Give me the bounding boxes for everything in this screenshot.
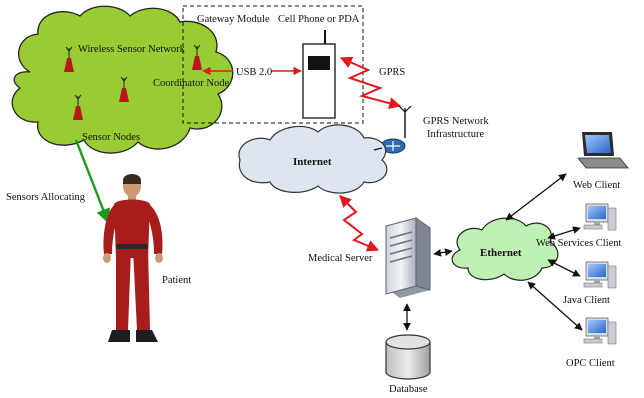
database-icon — [385, 334, 431, 380]
medical-server-label: Medical Server — [308, 253, 373, 264]
gateway-module-label: Gateway Module — [197, 14, 270, 25]
wsn-label: Wireless Sensor Network — [78, 44, 186, 55]
cell-phone-label: Cell Phone or PDA — [278, 14, 360, 25]
patient-label: Patient — [162, 275, 191, 286]
web-client-label: Web Client — [573, 180, 620, 191]
desktop-pc-icon — [583, 203, 617, 231]
gprs-infrastructure-label-line2: Infrastructure — [427, 129, 484, 140]
server-ethernet-link — [433, 248, 453, 257]
sensor-node-icon — [119, 76, 129, 102]
internet-server-link — [339, 195, 380, 252]
ethernet-cloud — [451, 217, 559, 281]
sensor-nodes-label: Sensor Nodes — [82, 132, 140, 143]
internet-cloud — [238, 124, 388, 194]
sensor-node-icon — [73, 94, 83, 120]
internet-label: Internet — [293, 156, 332, 168]
desktop-pc-icon — [583, 317, 617, 345]
gprs-infrastructure-label-line1: GPRS Network — [423, 116, 489, 127]
laptop-icon — [577, 132, 629, 169]
gprs-tower-icon — [398, 105, 412, 138]
sensors-allocating-arrow — [74, 139, 110, 224]
desktop-pc-icon — [583, 261, 617, 289]
opc-client-label: OPC Client — [566, 358, 615, 369]
web-services-client-label: Web Services Client — [536, 238, 622, 249]
ethernet-java-link — [547, 259, 581, 277]
sensor-node-icon — [64, 46, 74, 72]
sensors-allocating-label: Sensors Allocating — [6, 192, 86, 203]
ethernet-label: Ethernet — [480, 247, 522, 259]
database-label: Database — [389, 384, 428, 395]
ethernet-webclient-link — [505, 173, 567, 221]
cell-phone-icon — [302, 30, 336, 119]
ethernet-opc-link — [527, 281, 583, 331]
internet-router-link — [373, 147, 383, 151]
java-client-label: Java Client — [563, 295, 610, 306]
medical-server-icon — [385, 217, 431, 298]
gprs-label: GPRS — [379, 67, 405, 78]
ethernet-webservices-link — [547, 226, 581, 240]
gprs-link — [339, 56, 402, 110]
patient-figure-icon — [103, 174, 163, 342]
coordinator-node-label: Coordinator Node — [153, 78, 229, 89]
coordinator-node-icon — [192, 44, 202, 70]
usb-label: USB 2.0 — [236, 67, 272, 78]
